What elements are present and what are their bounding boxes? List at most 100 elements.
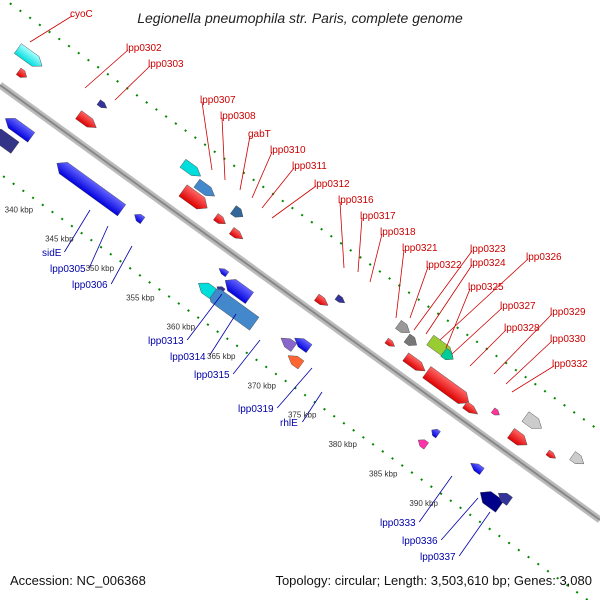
gene-label: lpp0303	[148, 59, 184, 70]
gene-label: lpp0318	[380, 227, 416, 238]
gene-feature	[402, 352, 426, 372]
tick-label: 355 kbp	[126, 293, 155, 302]
gene-label: rhlE	[280, 418, 298, 429]
gene-label: lpp0313	[148, 336, 184, 347]
label-leader	[251, 151, 273, 199]
gene-feature	[198, 282, 217, 299]
gene-feature	[0, 128, 20, 154]
gene-feature	[179, 158, 202, 177]
gene-feature	[224, 279, 254, 304]
gene-feature	[230, 205, 244, 218]
gene-feature	[56, 162, 127, 217]
gene-feature	[5, 118, 36, 143]
label-leader	[84, 49, 129, 89]
backbone-core	[0, 84, 600, 521]
gene-label: lpp0336	[402, 536, 438, 547]
label-leader	[29, 15, 73, 43]
gene-feature	[218, 268, 230, 278]
label-leader	[208, 313, 237, 357]
inner-dotted-track	[0, 172, 590, 600]
gene-feature	[134, 214, 146, 225]
gene-label: lpp0323	[470, 244, 506, 255]
gene-feature	[507, 428, 528, 446]
label-leader	[302, 391, 323, 423]
gene-feature	[178, 184, 208, 210]
gene-feature	[334, 294, 346, 304]
gene-label: lpp0315	[194, 370, 230, 381]
label-leader	[395, 249, 405, 319]
gene-label: lpp0333	[380, 518, 416, 529]
gene-label: lpp0327	[500, 301, 536, 312]
gene-feature	[490, 407, 500, 416]
label-leader	[469, 329, 507, 367]
gene-label: lpp0311	[292, 161, 327, 172]
gene-feature	[422, 366, 470, 404]
label-leader	[186, 293, 223, 341]
gene-label: lpp0332	[552, 359, 588, 370]
outer-dotted-track	[9, 2, 600, 433]
gene-feature	[213, 213, 226, 224]
gene-label: lpp0322	[426, 260, 462, 271]
tick-label: 365 kbp	[207, 352, 236, 361]
accession-text: Accession: NC_006368	[10, 573, 146, 588]
gene-label: lpp0319	[238, 404, 274, 415]
label-leader	[357, 217, 363, 273]
gene-label: lpp0330	[550, 334, 586, 345]
gene-feature	[15, 67, 27, 78]
tick-label: 385 kbp	[369, 469, 398, 478]
label-leader	[239, 135, 251, 191]
gene-feature	[228, 227, 244, 240]
label-leader	[64, 209, 91, 253]
gene-feature	[96, 99, 108, 109]
gene-feature	[14, 43, 43, 67]
gene-label: lpp0310	[270, 145, 306, 156]
gene-label: lpp0308	[220, 111, 256, 122]
label-leader	[418, 475, 453, 523]
tick-label: 380 kbp	[328, 440, 357, 449]
label-leader	[445, 288, 471, 349]
label-leader	[339, 201, 345, 269]
features	[0, 43, 585, 513]
gene-feature	[462, 401, 479, 415]
gene-label: lpp0326	[526, 252, 562, 263]
label-leader	[493, 313, 553, 375]
gene-feature	[403, 333, 417, 346]
label-leader	[425, 264, 473, 335]
label-leader	[511, 365, 555, 393]
gene-label: lpp0316	[338, 195, 374, 206]
tick-label: 345 kbp	[45, 235, 74, 244]
gene-label: lpp0306	[72, 280, 108, 291]
gene-label: lpp0337	[420, 552, 456, 563]
gene-feature	[280, 337, 298, 352]
gene-feature	[395, 320, 410, 333]
label-leader	[451, 307, 503, 355]
label-leader	[261, 167, 295, 209]
gene-feature	[480, 491, 505, 513]
gene-label: lpp0305	[50, 264, 86, 275]
gene-feature	[470, 462, 485, 475]
gene-label: sidE	[42, 248, 62, 259]
label-leader	[110, 245, 133, 285]
gene-label: lpp0324	[470, 258, 506, 269]
gene-label: lpp0317	[360, 211, 396, 222]
gene-label: lpp0328	[504, 323, 540, 334]
gene-feature	[497, 492, 513, 506]
gene-feature	[569, 451, 585, 464]
gene-label: lpp0312	[314, 179, 350, 190]
gene-feature	[521, 411, 542, 429]
tick-label: 340 kbp	[5, 205, 34, 214]
label-leader	[276, 367, 313, 409]
label-leaders	[29, 15, 555, 557]
map-title: Legionella pneumophila str. Paris, compl…	[137, 10, 463, 26]
gene-feature	[193, 178, 215, 197]
label-leader	[232, 339, 261, 375]
gene-feature	[287, 355, 305, 370]
gene-label: lpp0321	[402, 243, 438, 254]
gene-label: gabT	[248, 129, 271, 140]
gene-label: lpp0314	[170, 352, 206, 363]
gene-feature	[384, 337, 395, 347]
gene-feature	[545, 449, 557, 459]
tick-label: 370 kbp	[248, 381, 277, 390]
